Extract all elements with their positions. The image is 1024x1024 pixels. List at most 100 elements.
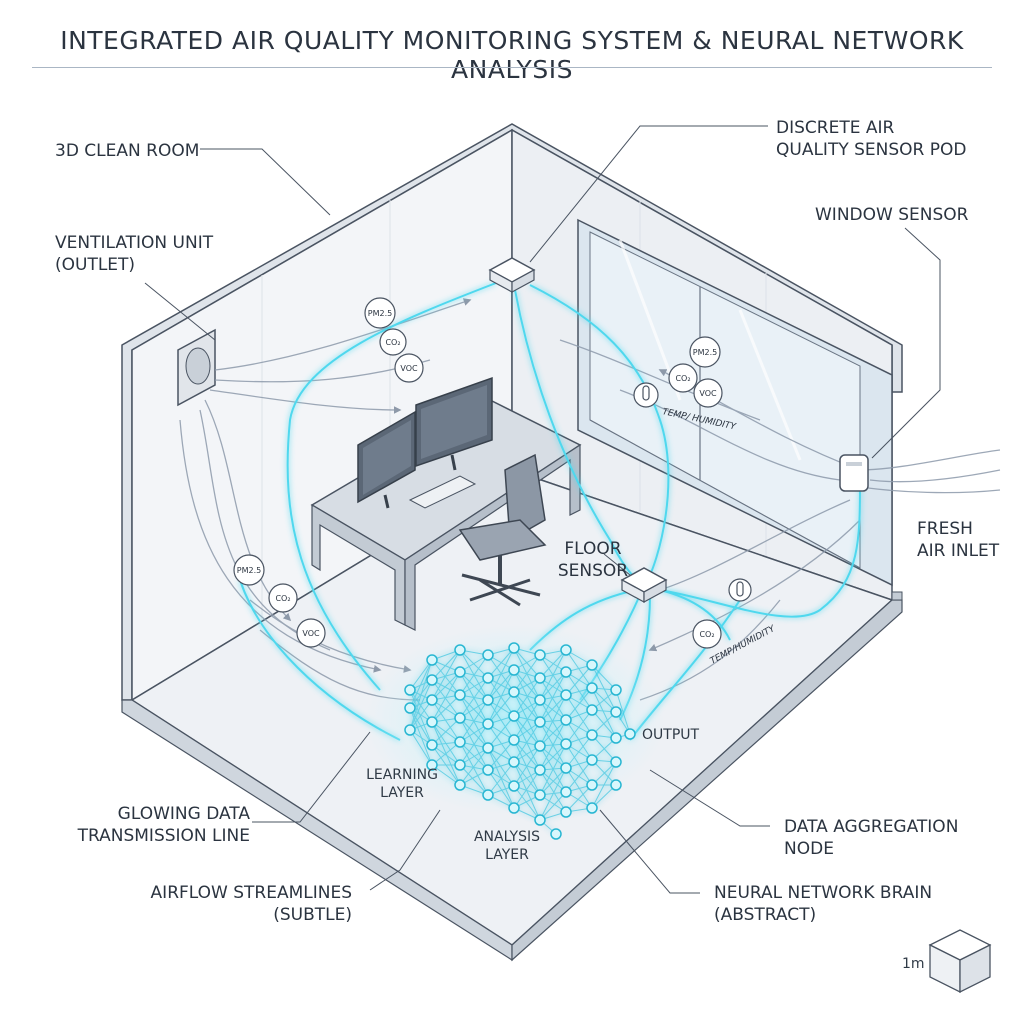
nn-node: [586, 659, 598, 671]
chip-pm-a: PM2.5: [368, 309, 392, 318]
nn-node: [624, 728, 636, 740]
sensor-chips: [233, 297, 752, 649]
chip-pm-b: PM2.5: [693, 348, 717, 357]
nn-node: [454, 759, 466, 771]
nn-node: [586, 704, 598, 716]
label-ventilation-unit: VENTILATION UNIT (OUTLET): [55, 232, 213, 276]
label-sensor-pod: DISCRETE AIR QUALITY SENSOR POD: [776, 117, 966, 161]
label-airflow-line2: (SUBTLE): [273, 905, 352, 925]
nn-edge: [487, 647, 515, 679]
nn-node: [454, 736, 466, 748]
nn-node: [586, 779, 598, 791]
label-fresh-air-line1: FRESH: [917, 519, 973, 539]
nn-edge: [539, 743, 567, 771]
nn-edge: [459, 747, 489, 786]
nn-edge: [565, 687, 593, 721]
nn-edge: [591, 687, 617, 739]
nn-node: [404, 702, 416, 714]
nn-edge: [539, 671, 567, 701]
nn-node: [426, 674, 438, 686]
nn-edge: [459, 741, 489, 796]
chip-co2-a: CO₂: [385, 338, 400, 347]
label-analysis-layer: ANALYSIS LAYER: [465, 828, 549, 864]
label-floor-sensor-line2: SENSOR: [557, 561, 629, 581]
nn-edge: [565, 734, 593, 769]
chip-pm-c: PM2.5: [237, 566, 261, 575]
label-airflow-line1: AIRFLOW STREAMLINES: [150, 883, 352, 903]
thermometer-icon-floor: [736, 581, 744, 597]
thermometer-icon: [642, 385, 650, 401]
nn-node: [560, 786, 572, 798]
nn-edge: [513, 785, 541, 821]
label-sensor-pod-line1: DISCRETE AIR: [776, 118, 895, 138]
leader-lines: [144, 125, 941, 894]
label-brain-line2: (ABSTRACT): [714, 905, 817, 925]
label-fresh-air-inlet: FRESH AIR INLET: [917, 518, 999, 562]
nn-edge: [459, 654, 489, 696]
nn-edge: [539, 719, 567, 771]
nn-node: [508, 734, 520, 746]
nn-edge: [431, 649, 461, 681]
nn-node: [482, 789, 494, 801]
label-learning-layer: LEARNING LAYER: [360, 766, 444, 802]
nn-edge: [487, 647, 515, 701]
nn-edge: [539, 743, 567, 796]
label-learning-line1: LEARNING: [366, 767, 438, 783]
nn-edge: [539, 677, 567, 721]
label-aggregation-line2: NODE: [784, 839, 834, 859]
nn-node: [426, 654, 438, 666]
nn-edge: [539, 649, 567, 679]
nn-edge: [539, 767, 567, 796]
nn-node: [610, 706, 622, 718]
title-divider: [32, 67, 992, 68]
label-ventilation-line2: (OUTLET): [55, 255, 136, 275]
nn-edge: [487, 769, 515, 809]
nn-node: [404, 684, 416, 696]
nn-node: [534, 649, 546, 661]
nn-node: [508, 780, 520, 792]
nn-edge: [487, 739, 515, 771]
nn-node: [482, 718, 494, 730]
nn-node: [426, 739, 438, 751]
nn-edge: [539, 694, 567, 747]
nn-edge: [431, 671, 461, 723]
chip-co2-b: CO₂: [675, 374, 690, 383]
nn-node: [560, 762, 572, 774]
label-learning-line2: LAYER: [380, 785, 424, 801]
nn-node: [610, 779, 622, 791]
chip-voc-a: VOC: [400, 364, 418, 373]
neural-network-brain: [365, 625, 665, 840]
label-scale: 1m: [902, 956, 925, 972]
label-glowing-line2: TRANSMISSION LINE: [77, 826, 250, 846]
nn-edge: [539, 719, 567, 747]
nn-node: [560, 714, 572, 726]
nn-edge: [409, 659, 433, 691]
floor-sensor: [620, 567, 668, 604]
nn-node: [550, 828, 562, 840]
nn-edge: [565, 664, 593, 696]
nn-node: [482, 742, 494, 754]
nn-edge: [513, 739, 541, 771]
label-airflow-streamlines: AIRFLOW STREAMLINES (SUBTLE): [90, 882, 352, 926]
sensor-pod-top: [488, 257, 536, 294]
ventilation-unit: [177, 328, 216, 407]
nn-edge: [539, 671, 567, 723]
nn-edge: [431, 659, 461, 696]
nn-node: [426, 716, 438, 728]
nn-node: [610, 756, 622, 768]
nn-node: [482, 764, 494, 776]
nn-edge: [459, 699, 489, 743]
nn-edge: [539, 767, 567, 821]
nn-edge: [459, 723, 489, 766]
nn-node: [534, 694, 546, 706]
nn-node: [534, 814, 546, 826]
nn-node: [508, 710, 520, 722]
nn-node: [534, 672, 546, 684]
nn-edge: [539, 694, 567, 723]
nn-node: [454, 712, 466, 724]
nn-edge: [591, 759, 617, 786]
office-chair: [504, 453, 546, 542]
nn-node: [508, 642, 520, 654]
nn-edge: [591, 761, 617, 809]
label-clean-room: 3D CLEAN ROOM: [55, 141, 200, 161]
